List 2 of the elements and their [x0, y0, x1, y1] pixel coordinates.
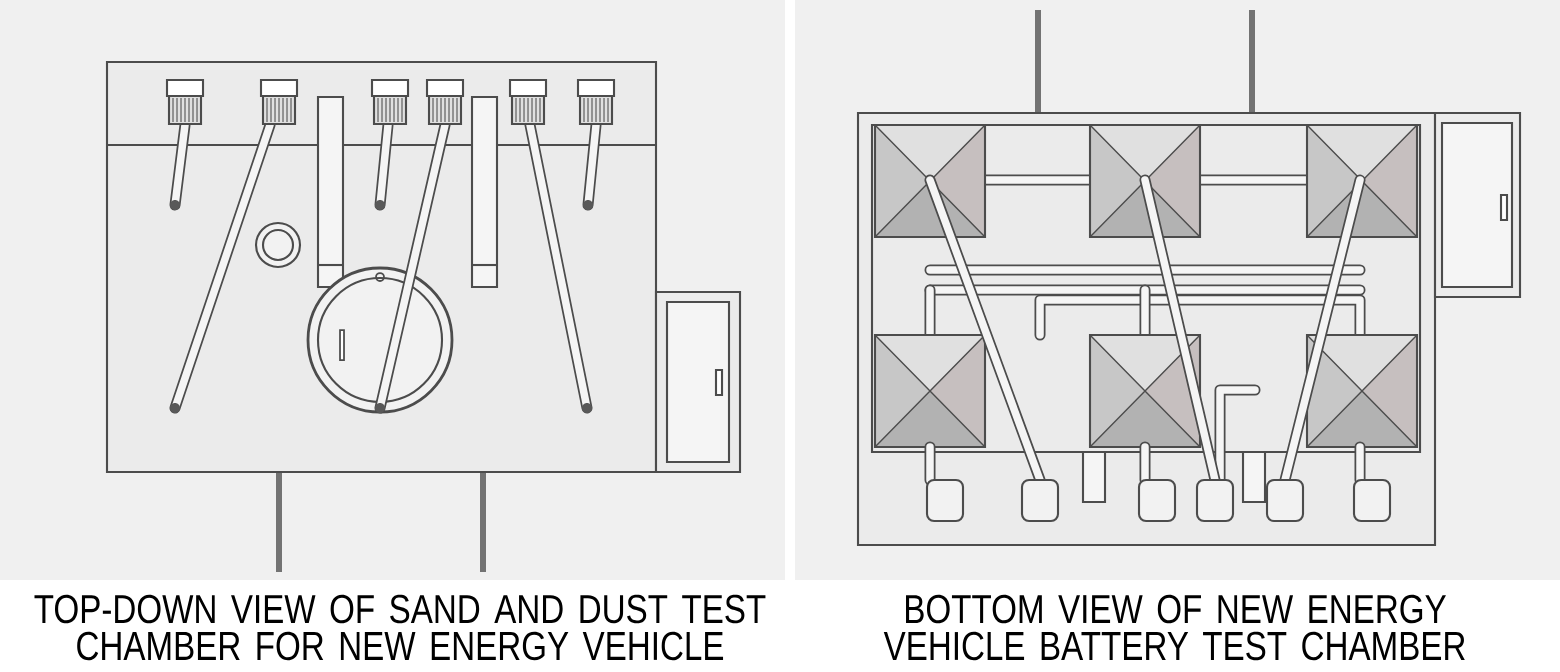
caption-text: TOP-DOWN VIEW OF SAND AND DUST TEST CHAMBER FOR NEW ENERGY VEHICLE: [34, 594, 766, 661]
caption-text: BOTTOM VIEW OF NEW ENERGY VEHICLE BATTERY TEST CHAMBER: [883, 594, 1465, 661]
